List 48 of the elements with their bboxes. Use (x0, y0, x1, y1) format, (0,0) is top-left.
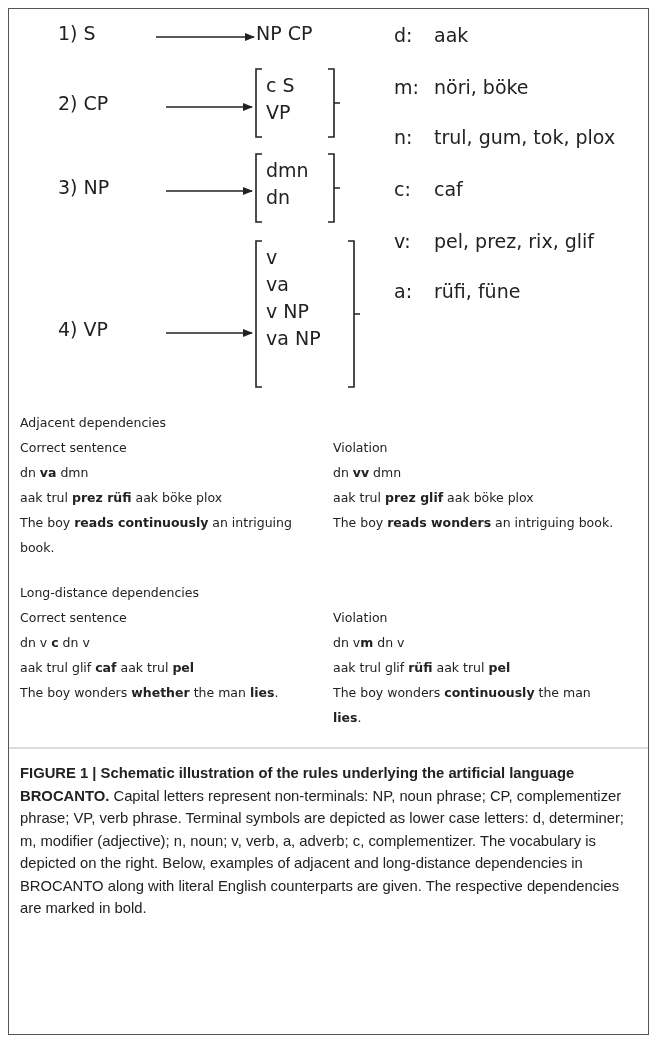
vocabulary-words: pel, prez, rix, glif (434, 232, 595, 251)
vocabulary-category: a: (394, 282, 413, 301)
rule-option: va NP (266, 325, 342, 352)
vocabulary-words: trul, gum, tok, plox (434, 128, 616, 147)
figure-caption: FIGURE 1 | Schematic illustration of the rules underlying the artificial language BROCANTO. Capital letters represent non-terminals: NP, noun phrase; CP, complementizer phrase; VP, verb phrase. Terminal symbols are depicted as lower case letters: d, determiner; m, modifier (adjective); n, noun; v, verb, a, adverb; c, complementizer. The vocabulary is depicted on the right. Below, examples of adjacent and long-distance dependencies in BROCANTO along with literal English counterparts are given. The respective dependencies are marked in bold. (20, 764, 625, 918)
vocabulary-category: v: (394, 232, 411, 251)
example-structure: dn vv dmn (333, 464, 402, 482)
rule-symbol: 4) VP (58, 320, 108, 339)
vocabulary-category: c: (394, 180, 411, 199)
rule-symbol: 3) NP (58, 178, 110, 197)
rule-symbol: 2) CP (58, 94, 109, 113)
vocabulary-category: d: (394, 26, 413, 45)
vocabulary-words: rüfi, füne (434, 282, 521, 301)
rule-option: dn (266, 184, 322, 211)
rule-option: v (266, 244, 342, 271)
english-translation: The boy wonders whether the man lies. (20, 684, 280, 702)
example-sentence: aak trul prez rüfi aak böke plox (20, 489, 223, 507)
example-structure: dn va dmn (20, 464, 89, 482)
example-structure: dn v c dn v (20, 634, 90, 652)
column-heading: Violation (333, 439, 388, 457)
rule-option: VP (266, 99, 322, 126)
rewrite-arrow (155, 33, 255, 41)
english-translation: The boy wonders continuously the man lies. (333, 684, 592, 727)
section-heading: Long-distance dependencies (20, 584, 199, 602)
example-structure: dn vm dn v (333, 634, 405, 652)
rule-symbol: NP CP (256, 24, 313, 43)
column-heading: Correct sentence (20, 609, 127, 627)
rewrite-arrow (165, 329, 253, 337)
vocabulary-words: caf (434, 180, 463, 199)
rewrite-arrow (165, 187, 253, 195)
vocabulary-words: aak (434, 26, 469, 45)
example-sentence: aak trul glif rüfi aak trul pel (333, 659, 511, 677)
column-heading: Violation (333, 609, 388, 627)
section-heading: Adjacent dependencies (20, 414, 167, 432)
english-translation: The boy reads continuously an intriguing book. (20, 514, 293, 557)
rewrite-arrow (165, 103, 253, 111)
vocabulary-words: nöri, böke (434, 78, 529, 97)
english-translation: The boy reads wonders an intriguing book. (333, 514, 615, 532)
column-heading: Correct sentence (20, 439, 127, 457)
vocabulary-category: m: (394, 78, 419, 97)
rule-option: dmn (266, 157, 322, 184)
rule-option: v NP (266, 298, 342, 325)
rule-symbol: 1) S (58, 24, 96, 43)
rule-option: c S (266, 72, 322, 99)
vocabulary-category: n: (394, 128, 413, 147)
example-sentence: aak trul prez glif aak böke plox (333, 489, 534, 507)
rule-option: va (266, 271, 342, 298)
example-sentence: aak trul glif caf aak trul pel (20, 659, 195, 677)
